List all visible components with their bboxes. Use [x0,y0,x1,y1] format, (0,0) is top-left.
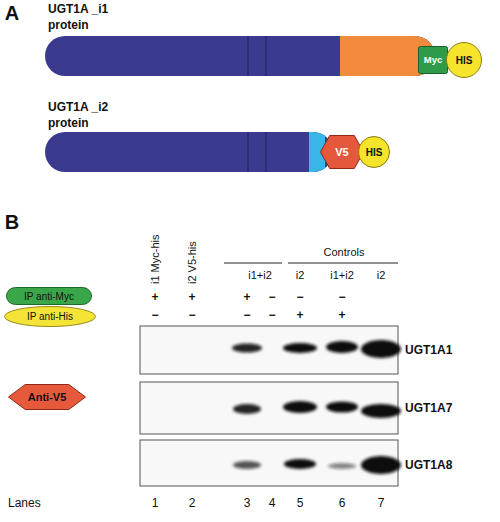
protein-domain [45,132,333,172]
blot-band [328,463,356,469]
sign: − [151,309,158,321]
lane-header: i2 [377,270,386,281]
sign: − [268,291,275,303]
protein-label: UGT1A1 [405,344,452,356]
protein-label: UGT1A7 [405,402,452,414]
ip-ellipse: IP anti-His [4,306,96,327]
protein-name: UGT1A _i1 protein [45,2,128,33]
lane-number: 2 [189,497,196,509]
blot-panel [140,326,398,374]
antibody-hexagon: Anti-V5 [8,384,86,410]
protein-domain [45,36,435,76]
protein-bar-outline [45,36,435,76]
lane-header: i2 V5-his [187,241,198,284]
tag-text: V5 [335,146,348,158]
sign: − [268,309,275,321]
tag-text: HIS [366,147,383,158]
ip-box: IP anti-Myc [6,287,92,305]
sign: + [243,291,250,303]
sign: − [188,309,195,321]
exon-boundary [247,132,248,172]
protein-label: UGT1A8 [405,459,452,471]
blot-band [284,459,316,469]
tag-text: HIS [456,55,473,66]
tag-circle: HIS [446,42,482,78]
blot-band [232,344,262,353]
panel-letter: A [5,3,19,23]
lane-header: i1+i2 [248,270,272,281]
blot-band [361,456,401,474]
exon-boundary [265,36,266,76]
lane-header: i1+i2 [330,270,354,281]
panel-letter: B [5,212,19,232]
protein-bar: UGT1A _i2 protein [45,100,333,174]
lane-number: 4 [269,497,276,509]
lane-header: i2 [296,270,305,281]
sign: + [296,309,303,321]
group-bracket [288,263,398,264]
lane-number: 6 [339,497,346,509]
lane-header: i1 Myc-his [150,234,161,284]
blot-band [283,401,317,413]
lane-number: 3 [244,497,251,509]
lane-number: 1 [152,497,159,509]
group-bracket [224,263,282,264]
blot-panel [140,440,398,486]
tag-box: Myc [418,46,448,74]
sign: − [338,291,345,303]
blot-band [233,461,261,469]
sign: + [188,291,195,303]
sign: − [243,309,250,321]
protein-name: UGT1A _i2 protein [45,100,128,131]
blot-band [326,402,358,413]
blot-band [326,341,358,353]
sign: + [151,291,158,303]
tag-hexagon: V5 [320,135,364,169]
tag-circle: HIS [358,136,390,168]
sign: + [338,309,345,321]
protein-bar-outline [45,132,333,172]
axis-title: Lanes [8,497,41,509]
blot-band [283,343,317,353]
tag-text: IP anti-His [27,311,73,322]
tag-text: IP anti-Myc [24,291,74,302]
blot-band [361,404,401,418]
protein-bar: UGT1A _i1 protein [45,2,435,78]
tag-text: Anti-V5 [28,391,67,403]
blot-panel [140,382,398,434]
group-header: Controls [324,247,365,258]
blot-band [233,404,261,414]
lane-number: 5 [297,497,304,509]
exon-boundary [247,36,248,76]
exon-boundary [265,132,266,172]
sign: − [296,291,303,303]
blot-band [361,340,401,358]
tag-text: Myc [424,55,442,65]
lane-number: 7 [378,497,385,509]
